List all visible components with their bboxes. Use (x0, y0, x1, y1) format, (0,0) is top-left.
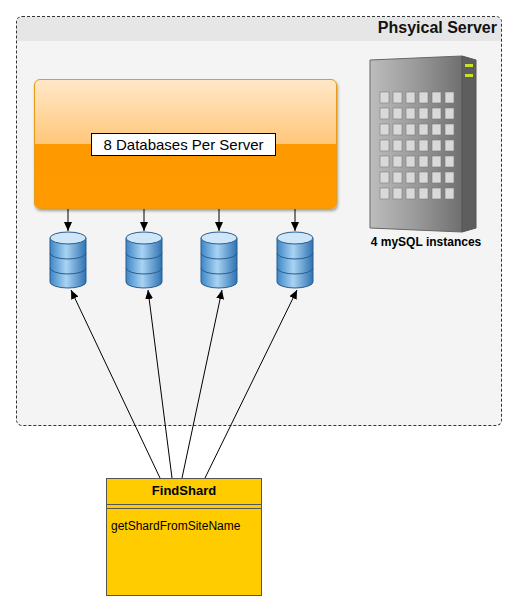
class-name: FindShard (107, 483, 261, 498)
server-group: Phsyical Server 8 Databases Per Server (16, 16, 502, 426)
divider-line (107, 508, 261, 509)
method-name: getShardFromSiteName (111, 519, 259, 533)
class-box: FindShard getShardFromSiteName (106, 478, 262, 596)
box-label: 8 Databases Per Server (91, 133, 276, 156)
caption-label: 4 mySQL instances (356, 235, 496, 249)
database-box: 8 Databases Per Server (34, 79, 337, 209)
group-title: Phsyical Server (378, 19, 497, 37)
divider-line (107, 504, 261, 505)
